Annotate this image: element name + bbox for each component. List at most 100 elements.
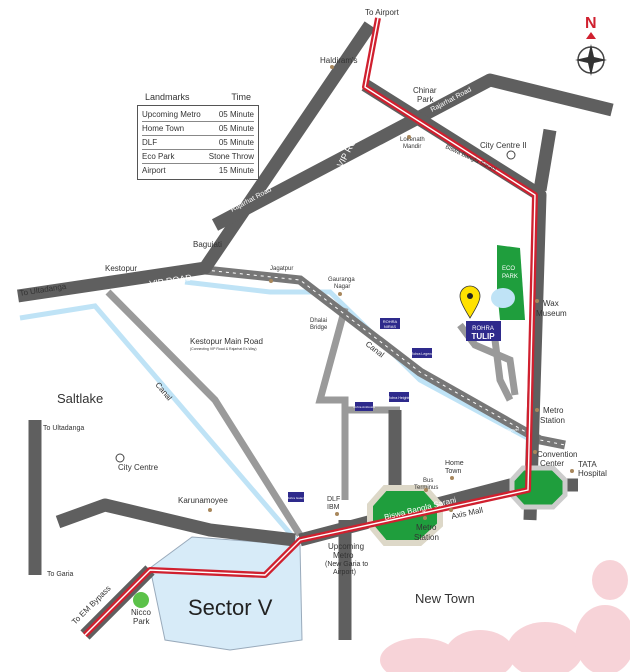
svg-text:Museum: Museum (536, 309, 567, 318)
svg-text:NIRAS: NIRAS (384, 324, 397, 329)
project-rohra-legend[interactable]: Rohra Legend (411, 348, 433, 358)
mall-icon (506, 150, 516, 160)
metro-line-inner (84, 17, 536, 636)
legend-landmark: Airport (142, 166, 166, 175)
svg-text:Home: Home (445, 460, 464, 467)
svg-text:Convention: Convention (537, 450, 577, 459)
legend-landmark: DLF (142, 138, 158, 147)
svg-text:Metro: Metro (416, 523, 437, 532)
svg-text:To Garia: To Garia (47, 571, 74, 578)
svg-text:Metro: Metro (333, 551, 354, 560)
compass-icon: N (575, 15, 607, 76)
svg-text:Upcoming: Upcoming (328, 542, 364, 551)
mall-icon (115, 453, 125, 463)
svg-text:Nicco: Nicco (131, 608, 152, 617)
svg-text:Hospital: Hospital (578, 469, 607, 478)
svg-text:N: N (585, 15, 597, 32)
svg-text:Wax: Wax (543, 299, 559, 308)
svg-text:IBM: IBM (327, 504, 340, 511)
road-markings (204, 269, 566, 446)
svg-text:TATA: TATA (578, 460, 597, 469)
svg-text:PARK: PARK (502, 274, 518, 280)
svg-text:To Airport: To Airport (365, 8, 400, 17)
location-pin-icon[interactable] (459, 285, 481, 319)
legend-landmark: Home Town (142, 124, 185, 133)
landmarks-legend: Landmarks Time Upcoming Metro 05 Minute Ho… (137, 92, 259, 180)
legend-time: Stone Throw (208, 152, 254, 161)
svg-text:Park: Park (417, 95, 434, 104)
svg-text:Bus: Bus (423, 478, 433, 484)
project-rohra-ambrosia[interactable]: Rohra Ambrosia (353, 402, 375, 411)
road-label-note: (Connecting VIP Road & Rajarhat Ex-Way) (190, 347, 257, 351)
svg-text:(New Garia to: (New Garia to (325, 561, 368, 568)
svg-text:Park: Park (133, 617, 150, 626)
svg-text:Kestopur: Kestopur (105, 264, 137, 273)
project-rohra-niras[interactable]: ROHRA NIRAS (380, 318, 400, 329)
road-label: Jatragachi Flyover (486, 426, 520, 436)
legend-row: Home Town 05 Minute (142, 122, 254, 136)
nicco-park (133, 592, 149, 608)
legend-time: 05 Minute (218, 110, 254, 119)
svg-text:Baguiati: Baguiati (193, 240, 222, 249)
legend-row: DLF 05 Minute (142, 136, 254, 150)
canal (19, 303, 302, 547)
road-label: Kestopur Main Road (190, 337, 263, 346)
legend-time: 05 Minute (218, 124, 254, 133)
svg-text:Karunamoyee: Karunamoyee (178, 496, 228, 505)
svg-text:Center: Center (540, 459, 564, 468)
svg-text:To Ultadanga: To Ultadanga (43, 425, 84, 432)
legend-landmark: Upcoming Metro (142, 110, 201, 119)
sector-v-area (149, 536, 303, 651)
svg-text:Rohra Galaxy: Rohra Galaxy (287, 496, 306, 500)
svg-text:Rohra Heights: Rohra Heights (388, 396, 411, 400)
svg-text:ROHRA: ROHRA (472, 326, 494, 332)
svg-text:New Town: New Town (415, 591, 475, 606)
legend-row: Eco Park Stone Throw (142, 150, 254, 164)
legend-header: Landmarks (145, 92, 190, 102)
svg-text:Town: Town (445, 468, 461, 475)
legend-header: Time (231, 92, 251, 102)
decorative-flowers (380, 560, 630, 672)
svg-text:DLF: DLF (327, 496, 340, 503)
svg-text:Rohra Ambrosia: Rohra Ambrosia (353, 405, 375, 409)
svg-text:Airport): Airport) (333, 569, 356, 576)
project-rohra-tulip[interactable]: ROHRA TULIP (466, 321, 501, 341)
svg-text:Haldiram's: Haldiram's (320, 56, 358, 65)
svg-text:Metro: Metro (543, 406, 564, 415)
svg-text:Lokenath: Lokenath (400, 137, 425, 143)
svg-text:Dhalai: Dhalai (310, 318, 327, 324)
svg-text:TULIP: TULIP (471, 332, 495, 341)
svg-text:Bridge: Bridge (310, 325, 328, 331)
eco-park-lake (491, 288, 515, 308)
canal (184, 279, 537, 445)
major-roads (17, 21, 614, 640)
svg-text:City Centre II: City Centre II (480, 141, 527, 150)
legend-time: 05 Minute (218, 138, 254, 147)
legend-landmark: Eco Park (142, 152, 175, 161)
svg-text:Mandir: Mandir (403, 144, 421, 150)
svg-text:City Centre: City Centre (118, 463, 159, 472)
svg-text:Station: Station (540, 416, 565, 425)
svg-text:Station: Station (414, 533, 439, 542)
roundabout (509, 465, 568, 510)
legend-time: 15 Minute (218, 166, 254, 175)
eco-park (497, 245, 525, 320)
project-rohra-heights[interactable]: Rohra Heights (388, 392, 411, 402)
svg-text:Sector V: Sector V (188, 595, 273, 620)
svg-text:Rohra Legend: Rohra Legend (411, 352, 433, 356)
svg-text:Saltlake: Saltlake (57, 391, 103, 406)
legend-row: Upcoming Metro 05 Minute (142, 108, 254, 122)
svg-text:Terminus: Terminus (414, 485, 438, 491)
svg-text:Chinar: Chinar (413, 86, 437, 95)
svg-text:ECO: ECO (502, 266, 515, 272)
road-label: EM Bypass (50, 447, 63, 484)
svg-text:Nagar: Nagar (334, 284, 350, 290)
project-rohra-galaxy[interactable]: Rohra Galaxy (287, 492, 306, 502)
svg-text:ROHRA: ROHRA (383, 319, 398, 324)
svg-text:Gauranga: Gauranga (328, 277, 355, 283)
legend-row: Airport 15 Minute (142, 164, 254, 177)
landmark-dots (208, 65, 574, 520)
svg-text:Jagatpur: Jagatpur (270, 266, 293, 272)
